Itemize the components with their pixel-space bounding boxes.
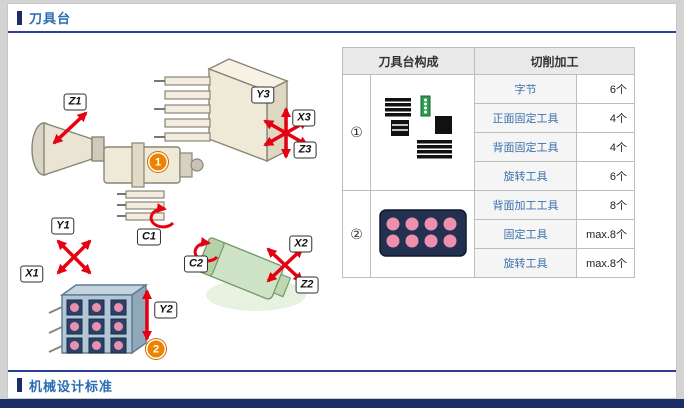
tool-count-cell: max.8个 [576,248,636,278]
axis-label-Y2: Y2 [154,301,178,319]
bottom-navy-bar [0,399,684,408]
tool-count-cell: max.8个 [576,219,636,249]
axis-label-Z2: Z2 [295,276,319,294]
axis-label-X2: X2 [289,235,313,253]
main-content: Z1 Y3 X3 Z3 Y1 X1 C1 C2 X2 Z2 Y2 1 2 [8,33,676,370]
axis-label-Z3: Z3 [293,141,317,159]
tool-label-cell: 旋转工具 [474,248,578,278]
content-panel: 刀具台 [7,3,677,399]
tool-count-cell: 4个 [576,132,636,162]
footer-rule [8,370,676,372]
axis-label-C1: C1 [136,228,162,246]
axis-label-Y3: Y3 [251,86,275,104]
header-cutting: 切削加工 [474,47,636,75]
table-row: ① [342,74,636,191]
tool-count-cell: 6个 [576,74,636,104]
footer-title: 机械设计标准 [29,378,114,394]
tool-label-cell: 背面加工工具 [474,190,578,220]
turret-diagram: Z1 Y3 X3 Z3 Y1 X1 C1 C2 X2 Z2 Y2 1 2 [14,51,344,366]
table-row: 背面固定工具 4个 [343,132,636,162]
diagram-badge-2: 2 [147,340,165,358]
group-index-1: ① [342,74,371,191]
table-row: ② [342,190,636,278]
table-row: 旋转工具 6个 [343,161,636,191]
page-title: 刀具台 [29,11,72,26]
group-index-2: ② [342,190,371,278]
back-tool-post-icon [369,190,476,278]
section-header-toolpost: 刀具台 [8,4,676,31]
tool-label-cell: 正面固定工具 [474,103,578,133]
axis-label-X1: X1 [20,265,44,283]
tool-label-cell: 背面固定工具 [474,132,578,162]
footer-bullet-icon [17,378,22,392]
header-composition: 刀具台构成 [341,47,476,75]
table-row: 固定工具 max.8个 [343,219,636,249]
gang-tool-holder-icon [369,74,476,191]
header-bullet-icon [17,10,22,25]
table-row: 旋转工具 max.8个 [343,248,636,278]
diagram-badge-1: 1 [149,153,167,171]
tool-label-cell: 旋转工具 [474,161,578,191]
spec-table: 刀具台构成 切削加工 ① [341,47,636,278]
tool-count-cell: 6个 [576,161,636,191]
axis-label-X3: X3 [292,109,316,127]
header-rule [8,31,676,33]
axis-label-Y1: Y1 [51,217,75,235]
back-tool-post-icon-art [378,208,467,257]
tool-label-cell: 字节 [474,74,578,104]
table-header-row: 刀具台构成 切削加工 [341,47,636,75]
gang-tool-holder-icon-art [384,95,452,159]
section-header-design-standard: 机械设计标准 [8,372,676,398]
axis-label-C2: C2 [183,255,209,273]
tool-label-cell: 固定工具 [474,219,578,249]
axis-label-Z1: Z1 [63,93,87,111]
tool-count-cell: 8个 [576,190,636,220]
tool-count-cell: 4个 [576,103,636,133]
